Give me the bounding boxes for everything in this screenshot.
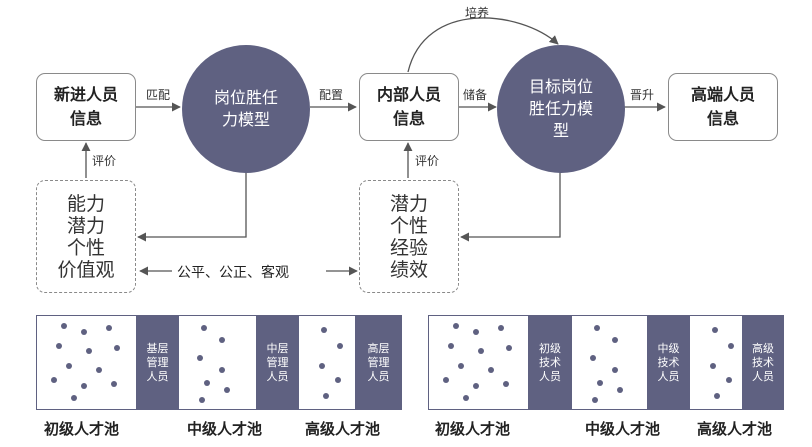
pool-tag-management-senior: 高层管理人员 bbox=[355, 315, 402, 410]
pool-strip-technical bbox=[428, 315, 784, 410]
talent-dot bbox=[594, 325, 600, 331]
talent-dot bbox=[503, 381, 509, 387]
talent-dot bbox=[337, 343, 343, 349]
talent-dot bbox=[443, 377, 449, 383]
senior-staff-box: 高端人员信息 bbox=[668, 73, 778, 141]
target-competency-model: 目标岗位胜任力模型 bbox=[497, 45, 625, 173]
internal-staff-box: 内部人员信息 bbox=[359, 73, 459, 141]
talent-dot bbox=[612, 337, 618, 343]
pool-label-management-junior: 初级人才池 bbox=[44, 420, 120, 438]
pool-label-management-senior: 高级人才池 bbox=[305, 420, 381, 438]
talent-dot bbox=[199, 397, 205, 403]
talent-dot bbox=[219, 337, 225, 343]
talent-dot bbox=[473, 383, 479, 389]
talent-dot bbox=[86, 348, 92, 354]
new-staff-box: 新进人员信息 bbox=[36, 73, 136, 141]
talent-dot bbox=[111, 381, 117, 387]
label-eval-left: 评价 bbox=[92, 154, 117, 168]
talent-dot bbox=[712, 327, 718, 333]
label-promote: 晋升 bbox=[630, 88, 655, 102]
talent-dot bbox=[204, 380, 210, 386]
post-competency-model: 岗位胜任力模型 bbox=[182, 45, 310, 173]
talent-dot bbox=[81, 329, 87, 335]
talent-dot bbox=[106, 325, 112, 331]
arrow-train bbox=[407, 17, 559, 73]
talent-dot bbox=[448, 343, 454, 349]
talent-dot bbox=[51, 377, 57, 383]
talent-dot bbox=[56, 343, 62, 349]
pool-management-junior bbox=[36, 315, 179, 410]
pool-label-technical-middle: 中级人才池 bbox=[585, 420, 661, 438]
talent-dot bbox=[114, 345, 120, 351]
talent-dot bbox=[612, 367, 618, 373]
talent-dot bbox=[488, 367, 494, 373]
talent-dot bbox=[710, 363, 716, 369]
talent-dot bbox=[478, 348, 484, 354]
talent-dot bbox=[597, 380, 603, 386]
pool-management-senior bbox=[299, 315, 402, 410]
talent-dot bbox=[498, 325, 504, 331]
talent-dot bbox=[473, 329, 479, 335]
pool-technical-middle bbox=[572, 315, 690, 410]
pool-tag-technical-middle: 中级技术人员 bbox=[647, 315, 690, 410]
talent-dot bbox=[323, 393, 329, 399]
pool-label-technical-junior: 初级人才池 bbox=[435, 420, 511, 438]
pool-tag-technical-junior: 初级技术人员 bbox=[528, 315, 572, 410]
talent-dot bbox=[590, 355, 596, 361]
talent-dot bbox=[61, 323, 67, 329]
label-allocate: 配置 bbox=[319, 88, 344, 102]
pool-tag-management-junior: 基层管理人员 bbox=[136, 315, 179, 410]
talent-dot bbox=[319, 363, 325, 369]
talent-dot bbox=[66, 363, 72, 369]
talent-dot bbox=[201, 325, 207, 331]
talent-dot bbox=[726, 377, 732, 383]
talent-dot bbox=[453, 323, 459, 329]
talent-dot bbox=[197, 355, 203, 361]
pool-technical-junior bbox=[428, 315, 572, 410]
pool-technical-senior bbox=[690, 315, 784, 410]
pool-label-management-middle: 中级人才池 bbox=[187, 420, 263, 438]
pool-strip-management bbox=[36, 315, 402, 410]
pool-tag-technical-senior: 高级技术人员 bbox=[742, 315, 784, 410]
left-attributes-box: 能力 潜力 个性 价值观 bbox=[36, 180, 136, 293]
talent-dot bbox=[71, 395, 77, 401]
talent-dot bbox=[617, 387, 623, 393]
talent-dot bbox=[714, 393, 720, 399]
pool-management-middle bbox=[179, 315, 299, 410]
talent-dot bbox=[592, 397, 598, 403]
label-train: 培养 bbox=[465, 6, 490, 20]
label-match: 匹配 bbox=[146, 88, 171, 102]
right-attributes-box: 潜力 个性 经验 绩效 bbox=[359, 180, 459, 293]
talent-dot bbox=[219, 367, 225, 373]
talent-dot bbox=[96, 367, 102, 373]
pool-label-technical-senior: 高级人才池 bbox=[697, 420, 773, 438]
label-eval-right: 评价 bbox=[415, 154, 440, 168]
label-reserve: 储备 bbox=[463, 88, 488, 102]
arrow-model-to-right bbox=[460, 170, 561, 242]
talent-dot bbox=[463, 395, 469, 401]
talent-dot bbox=[335, 377, 341, 383]
pool-tag-management-middle: 中层管理人员 bbox=[256, 315, 299, 410]
talent-dot bbox=[728, 343, 734, 349]
talent-dot bbox=[321, 327, 327, 333]
talent-dot bbox=[81, 383, 87, 389]
talent-dot bbox=[506, 345, 512, 351]
arrow-model-to-left bbox=[137, 170, 247, 242]
label-fair: 公平、公正、客观 bbox=[177, 265, 289, 281]
talent-dot bbox=[458, 363, 464, 369]
talent-dot bbox=[224, 387, 230, 393]
